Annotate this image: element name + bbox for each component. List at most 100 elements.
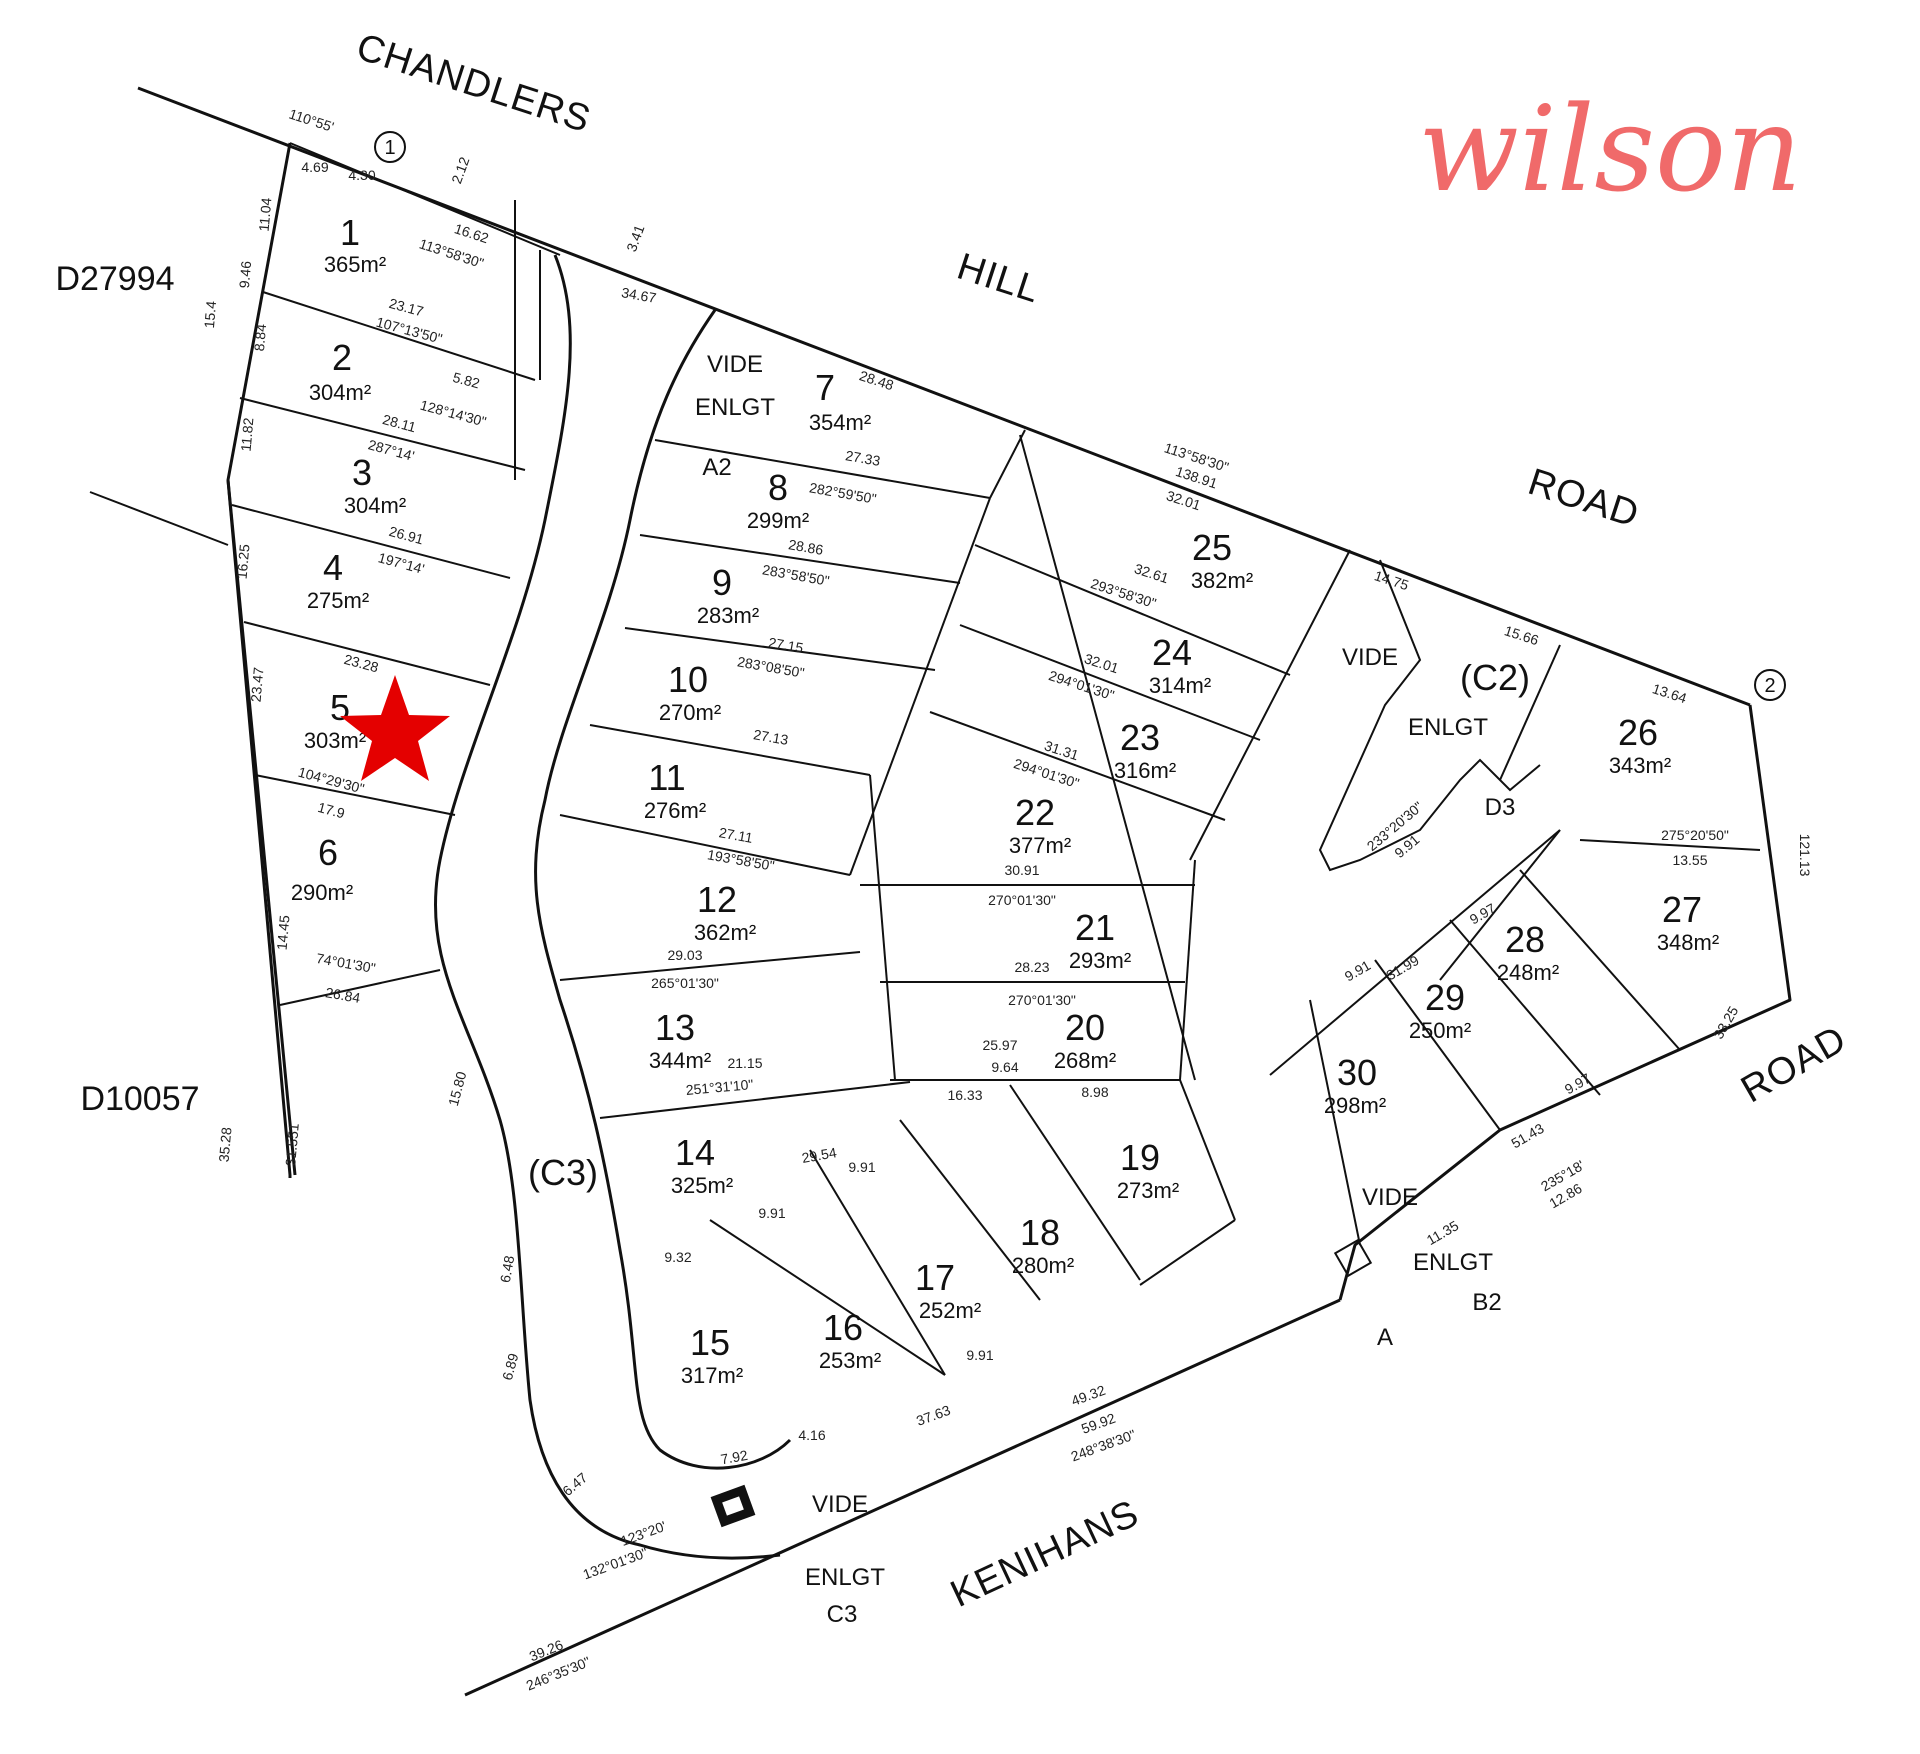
highlight-star-icon: [340, 675, 450, 781]
svg-text:283°58'50": 283°58'50": [761, 561, 831, 589]
svg-text:11.82: 11.82: [238, 417, 257, 452]
svg-text:27.11: 27.11: [718, 824, 754, 846]
svg-text:9.32: 9.32: [664, 1249, 691, 1265]
lot-area: 298m²: [1324, 1093, 1386, 1118]
marker-2-circle: [1754, 669, 1786, 701]
lot-number: 12: [697, 879, 737, 920]
svg-text:4.69: 4.69: [301, 159, 328, 175]
lot-area: 382m²: [1191, 568, 1253, 593]
lot-number: 5: [330, 687, 350, 728]
lot-number: 23: [1120, 717, 1160, 758]
svg-text:15.80: 15.80: [445, 1070, 470, 1108]
adjoining-parcel-d27994: D27994: [55, 260, 174, 298]
lot-area: 344m²: [649, 1048, 711, 1073]
note-vide: VIDE: [812, 1491, 868, 1518]
svg-text:7.92: 7.92: [719, 1447, 749, 1468]
svg-text:265°01'30": 265°01'30": [651, 975, 719, 991]
svg-text:30.91: 30.91: [1004, 862, 1039, 878]
svg-text:28.11: 28.11: [381, 411, 418, 435]
svg-text:5.82: 5.82: [451, 369, 482, 392]
svg-text:13.55: 13.55: [1672, 852, 1707, 868]
lot-number: 2: [332, 337, 352, 378]
lot-number: 1: [340, 212, 360, 253]
lot-number: 28: [1505, 919, 1545, 960]
svg-text:31.551: 31.551: [282, 1122, 302, 1166]
kenihans-road-boundary: [464, 1298, 1341, 1697]
svg-text:34.67: 34.67: [620, 284, 657, 306]
lot-number: 29: [1425, 977, 1465, 1018]
svg-text:27.13: 27.13: [752, 726, 789, 748]
svg-text:39.26: 39.26: [527, 1636, 566, 1664]
svg-text:32.61: 32.61: [1132, 560, 1170, 586]
wilson-brand-logo: wilson: [1418, 80, 1802, 218]
svg-text:282°59'50": 282°59'50": [808, 479, 878, 507]
svg-text:270°01'30": 270°01'30": [1008, 992, 1076, 1008]
svg-text:107°13'50": 107°13'50": [375, 314, 445, 347]
internal-road-east-edge: [534, 309, 792, 1470]
west-boundary: [226, 479, 297, 1176]
note-easement-a: A: [1377, 1324, 1393, 1351]
note-enlgt: ENLGT: [695, 394, 775, 421]
note-easement-c3: C3: [827, 1601, 858, 1628]
road-kenihans: KENIHANS: [944, 1492, 1145, 1616]
svg-text:37.63: 37.63: [914, 1402, 953, 1429]
note-easement-c2: (C2): [1460, 657, 1530, 698]
dimension-labels: 110°55' 4.69 4.30 2.12 16.62 113°58'30" …: [201, 106, 1813, 1694]
lot-number: 25: [1192, 527, 1232, 568]
lot-number: 18: [1020, 1212, 1060, 1253]
svg-text:9.97: 9.97: [1562, 1070, 1594, 1098]
svg-text:11.04: 11.04: [256, 197, 275, 232]
lot-number: 26: [1618, 712, 1658, 753]
svg-text:16.25: 16.25: [234, 543, 253, 580]
note-easement-c3: (C3): [528, 1152, 598, 1193]
svg-text:15.4: 15.4: [201, 300, 219, 329]
lot-area: 273m²: [1117, 1178, 1179, 1203]
svg-text:9.46: 9.46: [236, 260, 254, 289]
lot-number: 21: [1075, 907, 1115, 948]
lot-number: 3: [352, 452, 372, 493]
note-vide: VIDE: [1342, 644, 1398, 671]
svg-text:104°29'30": 104°29'30": [297, 764, 367, 797]
svg-text:4.30: 4.30: [348, 167, 375, 183]
lot-area: 377m²: [1009, 833, 1071, 858]
svg-text:26.84: 26.84: [324, 984, 361, 1006]
svg-text:28.48: 28.48: [857, 367, 895, 393]
svg-text:8.98: 8.98: [1081, 1084, 1108, 1100]
internal-road-west-edge: [433, 254, 781, 1560]
svg-text:121.13: 121.13: [1797, 834, 1813, 877]
road-kenihans-road: ROAD: [1734, 1018, 1854, 1111]
svg-text:128°14'30": 128°14'30": [419, 397, 489, 430]
svg-text:49.32: 49.32: [1069, 1382, 1108, 1409]
lot-area: 248m²: [1497, 960, 1559, 985]
lot-area: 354m²: [809, 410, 871, 435]
svg-text:3.41: 3.41: [623, 223, 647, 254]
note-vide: VIDE: [707, 351, 763, 378]
road-hill: HILL: [952, 246, 1045, 312]
lot-area: 304m²: [344, 493, 406, 518]
lot-number: 27: [1662, 889, 1702, 930]
lot-area: 343m²: [1609, 753, 1671, 778]
svg-text:17.9: 17.9: [316, 799, 347, 822]
lot-number: 10: [668, 659, 708, 700]
svg-text:9.64: 9.64: [991, 1059, 1018, 1075]
marker-2-label: 2: [1764, 675, 1775, 697]
svg-text:132°01'30": 132°01'30": [581, 1544, 650, 1582]
svg-text:8.84: 8.84: [251, 323, 269, 352]
svg-text:6.89: 6.89: [499, 1351, 522, 1382]
svg-text:248°38'30": 248°38'30": [1069, 1426, 1138, 1464]
lot-area: 325m²: [671, 1173, 733, 1198]
svg-text:21.15: 21.15: [727, 1055, 762, 1071]
lot-number: 6: [318, 832, 338, 873]
svg-text:29.03: 29.03: [667, 947, 702, 963]
svg-text:29.54: 29.54: [800, 1144, 837, 1166]
lot-number: 15: [690, 1322, 730, 1363]
svg-text:13.64: 13.64: [1650, 680, 1688, 706]
lot-labels: 1 365m² 2 304m² 3 304m² 4 275m² 5 303m² …: [291, 212, 1719, 1388]
lot-number: 30: [1337, 1052, 1377, 1093]
lot-number: 13: [655, 1007, 695, 1048]
lot-number: 7: [815, 367, 835, 408]
outer-boundary: [226, 142, 292, 1178]
svg-text:15.66: 15.66: [1502, 622, 1540, 648]
svg-text:270°01'30": 270°01'30": [988, 892, 1056, 908]
